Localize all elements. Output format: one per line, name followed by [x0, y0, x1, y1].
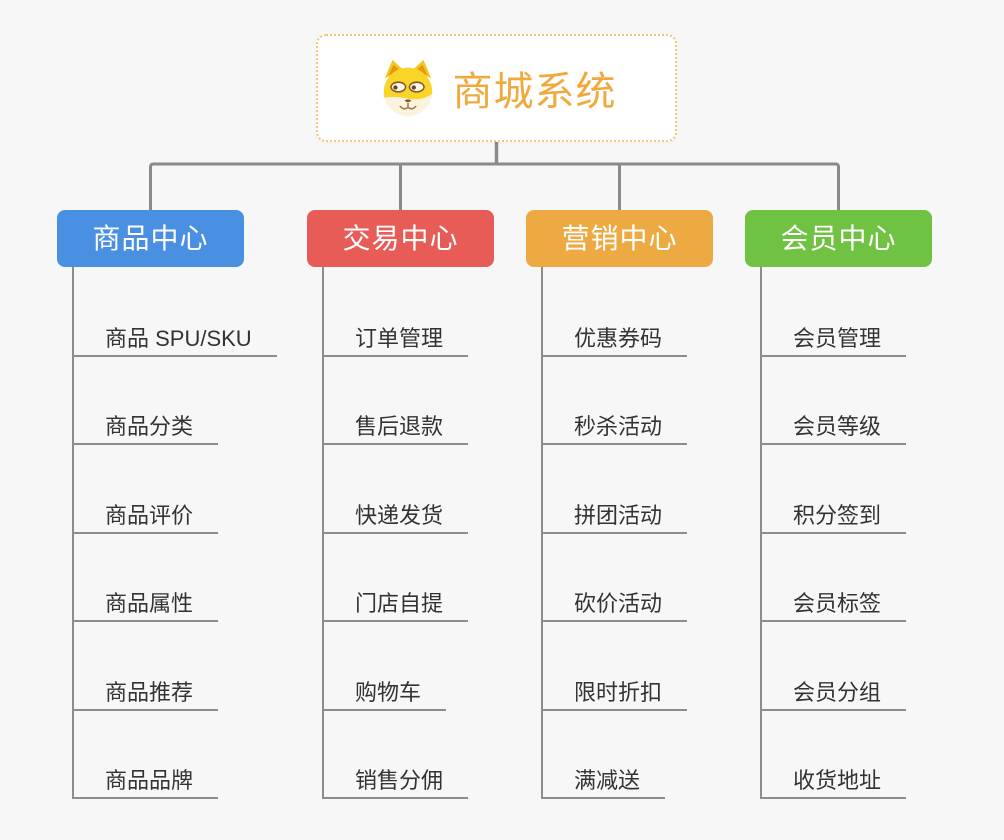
mindmap-item[interactable]: 秒杀活动	[541, 410, 688, 445]
mindmap-item[interactable]: 售后退款	[322, 410, 469, 445]
branch-member-center: 会员中心 会员管理 会员等级 积分签到 会员标签 会员分组 收货地址	[745, 210, 1004, 820]
mindmap-item[interactable]: 会员标签	[760, 587, 907, 622]
mindmap-item[interactable]: 商品 SPU/SKU	[72, 322, 277, 357]
branch-node-marketing-center[interactable]: 营销中心	[526, 210, 713, 267]
mindmap-item[interactable]: 优惠券码	[541, 322, 688, 357]
mindmap-item[interactable]: 商品评价	[72, 499, 219, 534]
mindmap-item[interactable]: 销售分佣	[322, 764, 469, 799]
mindmap-item[interactable]: 商品推荐	[72, 676, 219, 711]
mindmap-item[interactable]: 会员管理	[760, 322, 907, 357]
mindmap-item[interactable]: 购物车	[322, 676, 447, 711]
mindmap-item[interactable]: 订单管理	[322, 322, 469, 357]
root-node[interactable]: 商城系统	[316, 34, 677, 142]
root-node-title: 商城系统	[452, 70, 617, 114]
mindmap-item[interactable]: 门店自提	[322, 587, 469, 622]
mindmap-item[interactable]: 快递发货	[322, 499, 469, 534]
mindmap-item[interactable]: 拼团活动	[541, 499, 688, 534]
dog-face-icon	[377, 58, 439, 118]
mindmap-item[interactable]: 限时折扣	[541, 676, 688, 711]
mindmap-item[interactable]: 会员分组	[760, 676, 907, 711]
branch-product-center: 商品中心 商品 SPU/SKU 商品分类 商品评价 商品属性 商品推荐 商品品牌	[57, 210, 317, 820]
branch-node-product-center[interactable]: 商品中心	[57, 210, 244, 267]
branch-marketing-center: 营销中心 优惠券码 秒杀活动 拼团活动 砍价活动 限时折扣 满减送	[526, 210, 786, 820]
mindmap-item[interactable]: 砍价活动	[541, 587, 688, 622]
branch-trade-center: 交易中心 订单管理 售后退款 快递发货 门店自提 购物车 销售分佣	[307, 210, 567, 820]
mindmap-item[interactable]: 商品品牌	[72, 764, 219, 799]
mindmap-item[interactable]: 会员等级	[760, 410, 907, 445]
branch-node-member-center[interactable]: 会员中心	[745, 210, 932, 267]
mindmap-item[interactable]: 满减送	[541, 764, 666, 799]
mindmap-item[interactable]: 商品分类	[72, 410, 219, 445]
mindmap-item[interactable]: 收货地址	[760, 764, 907, 799]
mindmap-item[interactable]: 商品属性	[72, 587, 219, 622]
branch-node-trade-center[interactable]: 交易中心	[307, 210, 494, 267]
mindmap-item[interactable]: 积分签到	[760, 499, 907, 534]
